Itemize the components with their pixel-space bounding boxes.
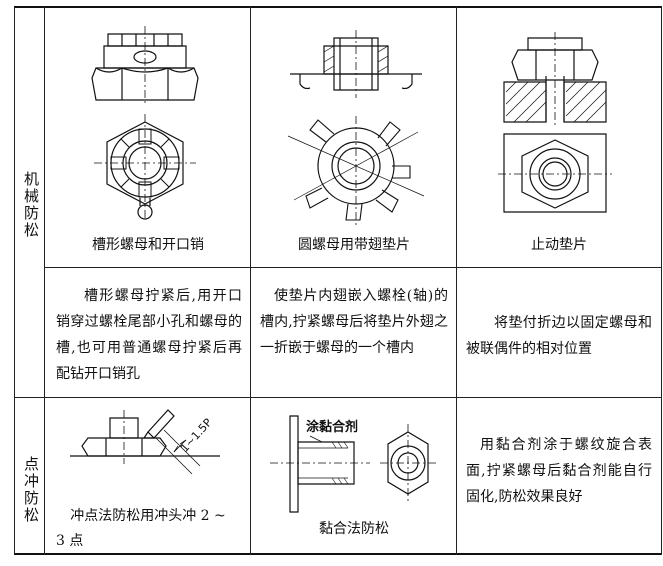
category-mechanical: 机械防松 <box>22 171 40 239</box>
table-bottom-border <box>14 553 662 555</box>
description-slotted-nut: 槽形螺母拧紧后,用开口销穿过螺栓尾部小孔和螺母的槽,也可用普通螺母拧紧后再配钻开… <box>56 288 242 382</box>
description-stop-washer: 将垫付折边以固定螺母和被联偶件的相对位置 <box>466 315 652 357</box>
punch-method-drawing <box>70 404 240 484</box>
table-left-border <box>14 6 15 555</box>
column-divider-1 <box>250 6 251 555</box>
caption-adhesive: 黏合法防松 <box>319 521 389 537</box>
category-column-divider <box>44 6 45 555</box>
slotted-nut-drawing <box>80 24 220 224</box>
group-divider <box>14 397 662 398</box>
adhesive-method-drawing <box>270 412 440 516</box>
table-top-border <box>14 6 662 8</box>
row1-divider <box>44 267 662 268</box>
column-divider-2 <box>456 6 457 555</box>
caption-slotted-nut: 槽形螺母和开口销 <box>92 237 204 253</box>
round-nut-washer-drawing <box>282 20 432 230</box>
category-punch: 点冲防松 <box>22 456 40 524</box>
caption-punch-line2: 3 点 <box>56 533 84 549</box>
caption-stop-washer: 止动垫片 <box>531 237 587 253</box>
caption-punch-line1: 冲点法防松用冲头冲 2 ~ <box>70 508 226 524</box>
caption-round-nut-washer: 圆螺母用带翅垫片 <box>298 237 410 253</box>
glue-label: 涂黏合剂 <box>306 420 359 435</box>
table-right-border <box>661 6 662 555</box>
description-adhesive: 用黏合剂涂于螺纹旋合表面,拧紧螺母后黏合剂能自行固化,防松效果良好 <box>466 437 652 505</box>
stop-washer-drawing <box>498 30 618 220</box>
description-round-nut-washer: 使垫片内翅嵌入螺栓(轴)的槽内,拧紧螺母后将垫片外翅之一折嵌于螺母的一个槽内 <box>260 288 448 356</box>
